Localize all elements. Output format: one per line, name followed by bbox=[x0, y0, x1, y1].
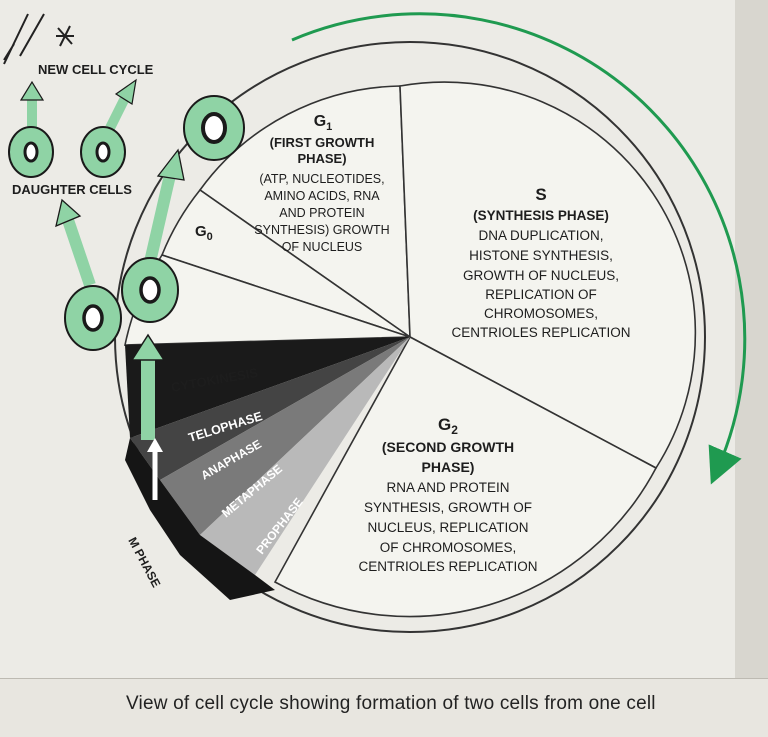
handwritten-star-mark bbox=[56, 25, 74, 47]
svg-text:OF CHROMOSOMES,: OF CHROMOSOMES, bbox=[380, 540, 517, 555]
svg-text:CENTRIOLES REPLICATION: CENTRIOLES REPLICATION bbox=[358, 559, 537, 574]
cycle-direction-arrow bbox=[291, 12, 747, 485]
svg-text:(SYNTHESIS PHASE): (SYNTHESIS PHASE) bbox=[473, 208, 609, 223]
arrow-right-daughter bbox=[144, 173, 176, 264]
daughter-cell-left bbox=[8, 126, 54, 178]
cell-left bbox=[64, 285, 122, 351]
m-phase-band bbox=[125, 438, 275, 600]
svg-text:OF NUCLEUS: OF NUCLEUS bbox=[282, 240, 363, 254]
svg-text:NUCLEUS, REPLICATION: NUCLEUS, REPLICATION bbox=[367, 520, 528, 535]
arrow-left-daughter bbox=[62, 218, 96, 287]
svg-text:SYNTHESIS) GROWTH: SYNTHESIS) GROWTH bbox=[254, 223, 389, 237]
svg-text:(FIRST GROWTH: (FIRST GROWTH bbox=[270, 135, 375, 150]
svg-text:G1: G1 bbox=[314, 113, 333, 133]
svg-text:G2: G2 bbox=[438, 415, 458, 437]
g1-text-block: G1 (FIRST GROWTH PHASE) (ATP, NUCLEOTIDE… bbox=[254, 113, 389, 254]
arrow-right-daughter-head bbox=[156, 148, 185, 181]
svg-text:CHROMOSOMES,: CHROMOSOMES, bbox=[484, 306, 598, 321]
svg-text:PHASE): PHASE) bbox=[297, 151, 346, 166]
svg-text:PHASE): PHASE) bbox=[422, 459, 475, 475]
cell-middle bbox=[121, 257, 179, 323]
label-new-cell-cycle: NEW CELL CYCLE bbox=[38, 62, 154, 77]
sector-g1 bbox=[198, 85, 411, 339]
arrow-new-cycle-right bbox=[105, 93, 131, 131]
g2-text-block: G2 (SECOND GROWTH PHASE) RNA AND PROTEIN… bbox=[358, 415, 537, 574]
sector-s bbox=[399, 81, 697, 470]
svg-text:SYNTHESIS, GROWTH OF: SYNTHESIS, GROWTH OF bbox=[364, 500, 532, 515]
s-text-block: S (SYNTHESIS PHASE) DNA DUPLICATION, HIS… bbox=[451, 185, 630, 340]
daughter-cell-right bbox=[80, 126, 126, 178]
wedge-telophase bbox=[125, 337, 410, 438]
svg-text:DNA DUPLICATION,: DNA DUPLICATION, bbox=[478, 228, 603, 243]
caption-text: View of cell cycle showing formation of … bbox=[126, 693, 656, 714]
arrow-white-head bbox=[147, 438, 163, 452]
svg-text:(ATP, NUCLEOTIDES,: (ATP, NUCLEOTIDES, bbox=[259, 172, 384, 186]
arrow-new-cycle-right-head bbox=[114, 78, 137, 105]
figure-caption: View of cell cycle showing formation of … bbox=[0, 678, 768, 737]
svg-text:(SECOND GROWTH: (SECOND GROWTH bbox=[382, 439, 514, 455]
svg-text:GROWTH OF NUCLEUS,: GROWTH OF NUCLEUS, bbox=[463, 268, 619, 283]
svg-text:RNA AND PROTEIN: RNA AND PROTEIN bbox=[386, 480, 509, 495]
sector-g2 bbox=[273, 335, 658, 618]
arrow-left-daughter-head bbox=[55, 198, 82, 228]
arrow-new-cycle-left-head bbox=[19, 80, 45, 101]
svg-text:HISTONE SYNTHESIS,: HISTONE SYNTHESIS, bbox=[469, 248, 613, 263]
svg-text:CENTRIOLES REPLICATION: CENTRIOLES REPLICATION bbox=[451, 325, 630, 340]
wedge-prophase bbox=[200, 337, 410, 575]
wedge-metaphase bbox=[160, 337, 410, 535]
cell-large bbox=[183, 95, 245, 161]
page-edge bbox=[735, 0, 768, 678]
handwritten-check-mark bbox=[3, 13, 45, 65]
svg-text:S: S bbox=[535, 185, 546, 204]
svg-text:AMINO ACIDS, RNA: AMINO ACIDS, RNA bbox=[264, 189, 380, 203]
svg-text:REPLICATION OF: REPLICATION OF bbox=[485, 287, 597, 302]
arrow-cytokinesis-head bbox=[130, 333, 166, 361]
label-g0: G0 bbox=[195, 223, 213, 243]
wedge-anaphase bbox=[130, 337, 410, 480]
svg-text:AND PROTEIN: AND PROTEIN bbox=[279, 206, 364, 220]
label-daughter-cells: DAUGHTER CELLS bbox=[12, 182, 132, 197]
